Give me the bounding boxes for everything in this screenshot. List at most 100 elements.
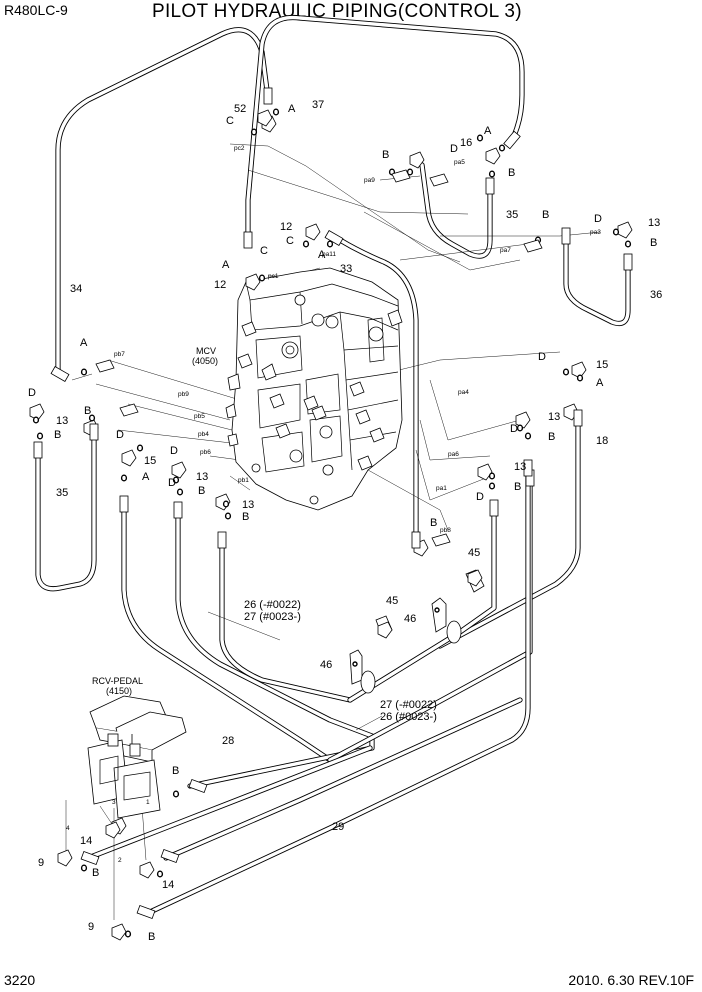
callout-45-left: 45 [386,595,398,607]
port-letter-d: D [476,491,484,503]
callout-33: 33 [340,263,352,275]
o-ring [272,108,280,116]
port-letter-d: D [168,477,176,489]
o-ring [156,870,164,878]
elbow-fitting [105,821,121,839]
o-ring [576,374,584,382]
o-ring [80,368,88,376]
callout-52: 52 [234,103,246,115]
callout-36: 36 [650,289,662,301]
port-label-pc1: pc1 [268,273,279,280]
port-label-pb5: pb5 [194,413,205,420]
plug-fitting [523,239,543,253]
straight-connector [80,850,100,866]
mcv-code-label: (4050) [192,356,218,366]
page-title: PILOT HYDRAULIC PIPING(CONTROL 3) [152,1,522,22]
o-ring [302,240,310,248]
o-ring [326,240,334,248]
elbow-fitting [515,411,531,429]
o-ring [258,274,266,282]
callout-9-lower: 9 [88,921,94,933]
port-letter-b: B [430,517,437,529]
port-letter-b: B [382,149,389,161]
callout-14-left: 14 [80,835,92,847]
callout-12-upper: 12 [280,221,292,233]
port-letter-a: A [484,125,492,137]
elbow-fitting [467,569,483,587]
straight-connector [136,904,156,920]
rcv-pedal [87,695,187,819]
rcv-name-label: RCV-PEDAL [92,676,143,686]
port-letter-d: D [510,423,518,435]
port-letter-d: D [28,387,36,399]
mcv-name-label: MCV [196,346,216,356]
o-ring [406,168,414,176]
elbow-fitting [377,621,393,639]
port-label-pa11: pa11 [322,251,336,258]
straight-connector [243,231,253,249]
port-letter-b: B [198,485,205,497]
port-label-pb8: pb8 [440,527,451,534]
elbow-fitting [57,849,73,867]
callout-15-left: 15 [144,455,156,467]
o-ring [172,790,180,798]
port-label-pb9: pb9 [178,391,189,398]
rcv-code-label: (4150) [106,686,132,696]
callout-13-mid-a: 13 [196,471,208,483]
port-label-pb4: pb4 [198,431,209,438]
port-letter-a: A [596,377,604,389]
straight-connector [119,495,129,513]
callout-15-right: 15 [596,359,608,371]
port-label-pa1: pa1 [436,485,447,492]
elbow-fitting [485,147,501,165]
elbow-fitting [571,361,587,379]
callout-9-upper: 9 [38,857,44,869]
callout-12-lower: 12 [214,279,226,291]
straight-connector [573,409,583,427]
elbow-fitting [257,109,273,127]
o-ring [224,512,232,520]
o-ring [624,240,632,248]
port-letter-a: A [80,337,88,349]
o-ring [120,474,128,482]
straight-connector [160,848,180,864]
port-code-labels: pc2pc1pa11pa9pa5pa7pa3pb7pb9pb5pb4pb6pb1… [114,145,601,534]
elbow-fitting [409,151,425,169]
elbow-fitting [245,273,261,291]
port-letter-c: C [260,245,268,257]
mcv-valve-block [225,267,403,511]
port-letter-b: B [54,429,61,441]
callout-37: 37 [312,99,324,111]
elbow-fitting [139,861,155,879]
o-ring [612,228,620,236]
port-label-pa4: pa4 [458,389,469,396]
callout-46-left: 46 [320,659,332,671]
port-label-pa7: pa7 [500,247,511,254]
straight-connector [50,365,70,383]
port-letter-b: B [84,405,91,417]
o-ring [488,472,496,480]
elbow-fitting [29,403,45,421]
leader-lines [65,143,601,920]
port-letter-c: C [286,235,294,247]
callout-13-top: 13 [648,217,660,229]
port-label-pb6: pb6 [200,449,211,456]
callout-45-right: 45 [468,547,480,559]
straight-connector [411,531,421,549]
callout-35-upper: 35 [506,209,518,221]
port-letter-c: C [226,115,234,127]
o-ring [172,476,180,484]
callout-28: 28 [222,735,234,747]
o-ring [80,864,88,872]
o-ring [498,144,506,152]
straight-connector [217,531,227,549]
straight-connector [173,501,183,519]
pipe-lines [35,14,631,915]
o-ring [136,444,144,452]
straight-connector [623,253,633,271]
rcv-port-number: 3 [112,799,116,806]
port-label-pb1: pb1 [238,477,249,484]
straight-connector [263,87,273,105]
